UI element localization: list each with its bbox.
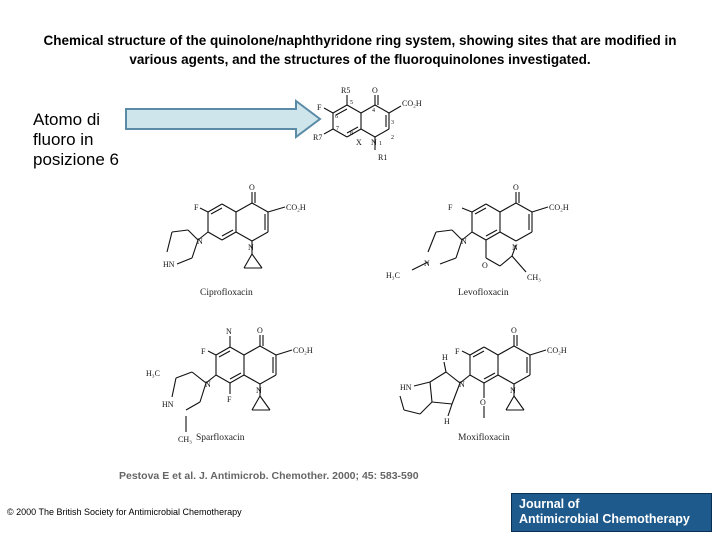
levo-label-f: F bbox=[448, 203, 453, 212]
levo-label-co2h: CO₂H bbox=[549, 203, 569, 212]
cipro-label-n-pip: N bbox=[197, 237, 203, 246]
cipro-label-n-ring: N bbox=[248, 243, 254, 252]
moxifloxacin-structure: O F CO₂H O N N HN H H Moxifloxacin bbox=[399, 326, 567, 443]
sparfl-label-hn: HN bbox=[162, 400, 174, 409]
moxi-label-h-top: H bbox=[442, 353, 448, 362]
cipro-label-hn: HN bbox=[163, 260, 175, 269]
logo-line-1: Journal of bbox=[519, 497, 580, 511]
levo-label-ch3: CH₃ bbox=[527, 273, 541, 282]
pointer-arrow bbox=[125, 99, 322, 139]
core-label-6: 6 bbox=[335, 114, 338, 120]
annotation-line-3: posizione 6 bbox=[33, 150, 120, 169]
core-label-1: 1 bbox=[379, 141, 382, 147]
levo-label-h3c: H₃C bbox=[386, 271, 400, 280]
annotation-line-2: fluoro in bbox=[33, 130, 94, 149]
core-ring-structure: R5 O F CO₂H R7 X N R1 5 6 7 8 4 3 2 1 bbox=[313, 86, 422, 162]
sparfl-label-f-top: F bbox=[201, 347, 206, 356]
levo-label-n-me: N bbox=[424, 259, 430, 268]
copyright-notice: © 2000 The British Society for Antimicro… bbox=[7, 507, 242, 517]
core-label-8: 8 bbox=[350, 131, 353, 137]
sparfl-label-h3c: H₃C bbox=[146, 369, 160, 378]
core-label-r7: R7 bbox=[313, 133, 322, 142]
sparfl-label-ch3: CH₃ bbox=[178, 435, 192, 444]
journal-logo: Journal of Antimicrobial Chemotherapy bbox=[511, 493, 712, 532]
levo-label-o: O bbox=[513, 183, 519, 192]
moxi-label-h-bottom: H bbox=[444, 417, 450, 426]
arrow-shape bbox=[125, 99, 322, 139]
levo-name: Levofloxacin bbox=[458, 287, 509, 298]
levo-label-o-ring: O bbox=[482, 261, 488, 270]
levofloxacin-structure: O F CO₂H N N N O H₃C CH₃ Levofloxacin bbox=[386, 183, 569, 298]
moxi-label-co2h: CO₂H bbox=[547, 346, 567, 355]
core-label-n: N bbox=[371, 138, 377, 147]
sparfl-label-f-bottom: F bbox=[227, 395, 232, 404]
citation: Pestova E et al. J. Antimicrob. Chemothe… bbox=[119, 470, 419, 482]
core-label-co2h: CO₂H bbox=[402, 99, 422, 108]
logo-line-2: Antimicrobial Chemotherapy bbox=[519, 512, 690, 526]
sparfl-name: Sparfloxacin bbox=[196, 432, 245, 443]
core-label-5: 5 bbox=[350, 100, 353, 106]
moxi-label-n-ring: N bbox=[510, 386, 516, 395]
core-label-f: F bbox=[317, 103, 322, 112]
moxi-name: Moxifloxacin bbox=[458, 432, 510, 443]
annotation-line-1: Atomo di bbox=[33, 110, 101, 129]
sparfl-label-co2h: CO₂H bbox=[293, 346, 313, 355]
sparfl-label-o: O bbox=[257, 326, 263, 335]
ciprofloxacin-structure: O F CO₂H N N HN Ciprofloxacin bbox=[163, 183, 306, 298]
sparfloxacin-structure: N O F CO₂H F N N H₃C HN CH₃ Sparfloxacin bbox=[146, 326, 313, 444]
cipro-label-o: O bbox=[249, 183, 255, 192]
levo-label-n-ring: N bbox=[512, 243, 518, 252]
moxi-label-n-bicyclic: N bbox=[459, 380, 465, 389]
cipro-name: Ciprofloxacin bbox=[200, 287, 253, 298]
core-label-o: O bbox=[372, 86, 378, 95]
sparfl-label-n-top: N bbox=[226, 327, 232, 336]
core-label-x: X bbox=[356, 138, 362, 147]
levo-label-n-pip: N bbox=[461, 237, 467, 246]
core-label-r5: R5 bbox=[341, 86, 350, 95]
core-label-2: 2 bbox=[391, 135, 394, 141]
core-label-4: 4 bbox=[372, 108, 375, 114]
moxi-label-hn: HN bbox=[400, 383, 412, 392]
core-label-7: 7 bbox=[336, 126, 339, 132]
core-label-3: 3 bbox=[391, 120, 394, 126]
moxi-label-o: O bbox=[511, 326, 517, 335]
cipro-label-co2h: CO₂H bbox=[286, 203, 306, 212]
core-label-r1: R1 bbox=[378, 153, 387, 162]
moxi-label-o-me: O bbox=[480, 398, 486, 407]
sparfl-label-n-ring: N bbox=[256, 386, 262, 395]
page-title: Chemical structure of the quinolone/naph… bbox=[43, 33, 677, 67]
moxi-label-f: F bbox=[455, 347, 460, 356]
sparfl-label-n-pip: N bbox=[205, 380, 211, 389]
cipro-label-f: F bbox=[194, 203, 199, 212]
fluorine-annotation: Atomo di fluoro in posizione 6 bbox=[33, 110, 119, 170]
